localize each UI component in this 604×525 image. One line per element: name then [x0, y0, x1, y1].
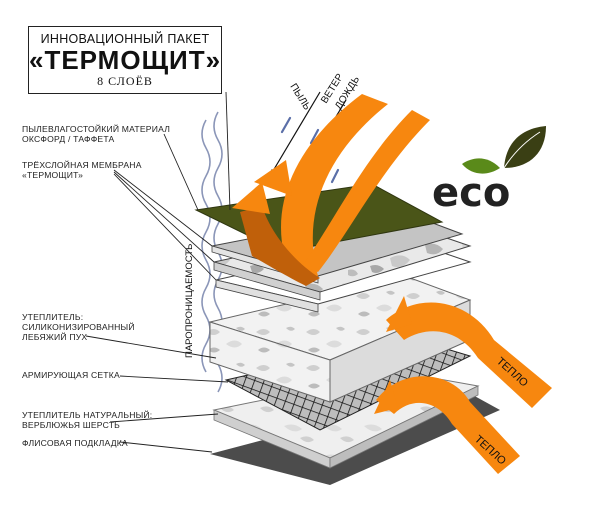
label-membrane-line-2: «ТЕРМОЩИТ»	[22, 170, 84, 180]
label-wool-insulation: УТЕПЛИТЕЛЬ НАТУРАЛЬНЫЙ: ВЕРБЛЮЖЬЯ ШЕРСТЬ	[22, 410, 152, 430]
label-fleece-line-1: ФЛИСОВАЯ ПОДКЛАДКА	[22, 438, 128, 448]
label-vapor-permeability: ПАРОПРОНИЦАЕМОСТЬ	[184, 244, 195, 358]
label-down-line-1: УТЕПЛИТЕЛЬ:	[22, 312, 84, 322]
title-line-2: «ТЕРМОЩИТ»	[29, 45, 222, 75]
label-outer-fabric-line-1: ПЫЛЕВЛАГОСТОЙКИЙ МАТЕРИАЛ	[22, 124, 171, 134]
label-down-insulation: УТЕПЛИТЕЛЬ: СИЛИКОНИЗИРОВАННЫЙ ЛЕБЯЖИЙ П…	[22, 312, 135, 342]
label-fleece: ФЛИСОВАЯ ПОДКЛАДКА	[22, 438, 128, 448]
label-outer-fabric-line-2: ОКСФОРД / ТАФФЕТА	[22, 134, 115, 144]
label-down-line-3: ЛЕБЯЖИЙ ПУХ	[22, 332, 88, 342]
label-membrane-line-1: ТРЁХСЛОЙНАЯ МЕМБРАНА	[22, 160, 142, 170]
label-dust: ПЫЛЬ	[287, 82, 312, 113]
label-wool-line-1: УТЕПЛИТЕЛЬ НАТУРАЛЬНЫЙ:	[22, 410, 153, 420]
eco-leaf-icon	[462, 126, 546, 174]
label-membrane: ТРЁХСЛОЙНАЯ МЕМБРАНА «ТЕРМОЩИТ»	[22, 160, 142, 180]
eco-text: eco	[432, 170, 511, 216]
heat-arrows	[374, 296, 552, 474]
label-outer-fabric: ПЫЛЕВЛАГОСТОЙКИЙ МАТЕРИАЛ ОКСФОРД / ТАФФ…	[22, 124, 170, 144]
label-down-line-2: СИЛИКОНИЗИРОВАННЫЙ	[22, 322, 135, 332]
title-box: ИННОВАЦИОННЫЙ ПАКЕТ «ТЕРМОЩИТ» 8 СЛОЁВ	[28, 26, 222, 94]
title-line-3: 8 СЛОЁВ	[97, 74, 153, 88]
leader-lines	[85, 91, 231, 453]
label-mesh: АРМИРУЮЩАЯ СЕТКА	[22, 370, 120, 380]
label-wool-line-2: ВЕРБЛЮЖЬЯ ШЕРСТЬ	[22, 420, 121, 430]
label-mesh-line-1: АРМИРУЮЩАЯ СЕТКА	[22, 370, 120, 380]
deflection-arrows	[232, 94, 430, 286]
title-line-1: ИННОВАЦИОННЫЙ ПАКЕТ	[40, 32, 210, 46]
